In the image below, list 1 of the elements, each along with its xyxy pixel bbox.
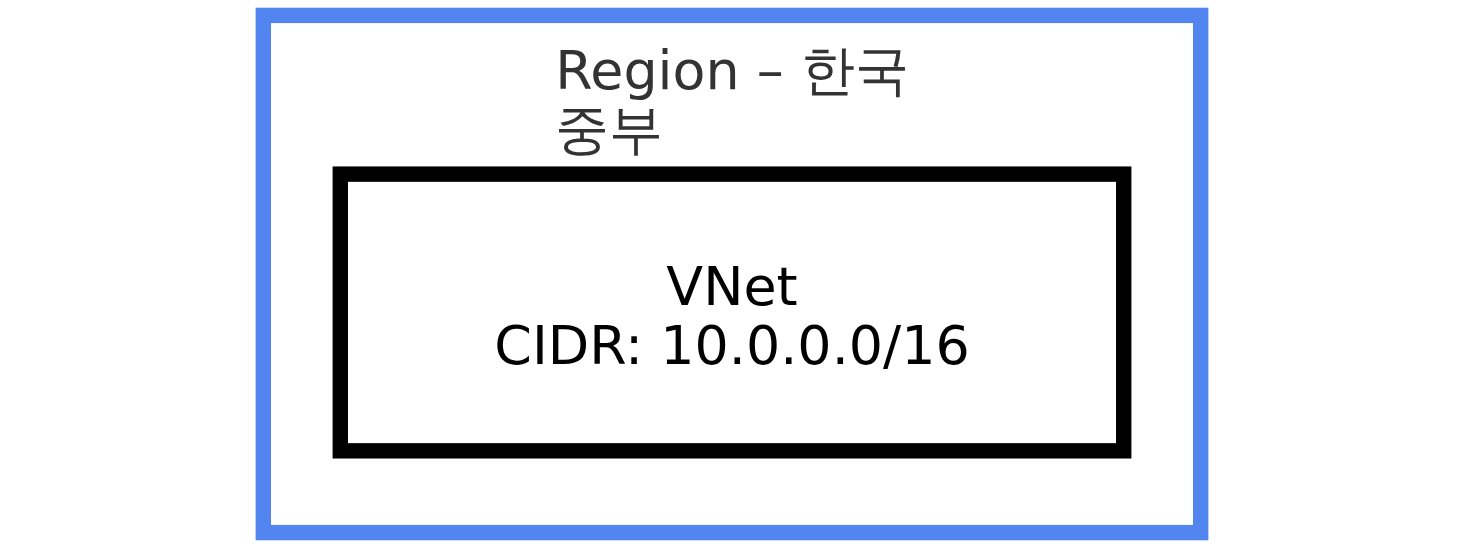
node-box: VNet CIDR: 10.0.0.0/16	[332, 166, 1132, 459]
